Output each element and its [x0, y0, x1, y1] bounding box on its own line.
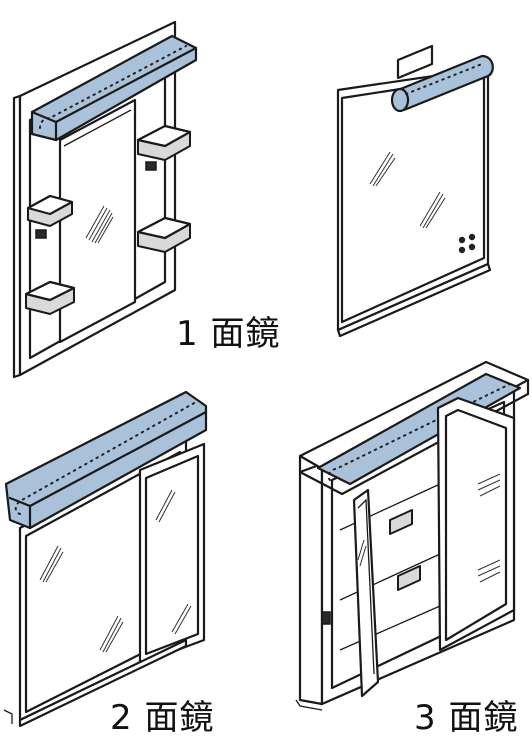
one-mirror-flat [336, 44, 494, 338]
label-one-mirror: 1 面鏡 [176, 314, 281, 354]
three-mirror-cabinet [295, 360, 530, 711]
one-mirror-shelf-cabinet [12, 20, 198, 379]
label-three-mirror: 3 面鏡 [414, 698, 519, 738]
label-two-mirror: 2 面鏡 [110, 698, 215, 738]
two-mirror-cabinet [3, 390, 208, 728]
